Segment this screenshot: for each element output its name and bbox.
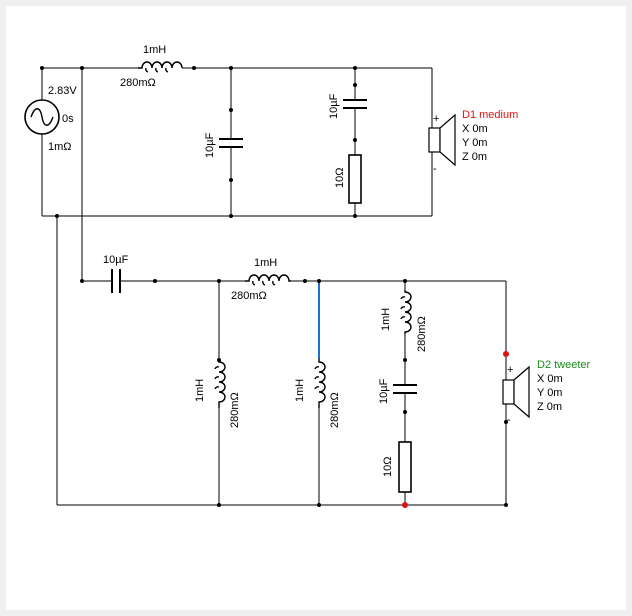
bottom-zobel-resistor[interactable] — [398, 441, 412, 493]
shunt-inductor-2-value: 1mH — [294, 379, 306, 402]
probe-marker-bottom[interactable] — [402, 502, 408, 508]
bottom-zobel-inductor[interactable] — [400, 290, 412, 334]
probe-marker-top[interactable] — [503, 351, 509, 357]
speaker-d1-plus: + — [433, 113, 439, 125]
bottom-nodes — [80, 279, 508, 507]
zobel-inductor-resistance: 280mΩ — [416, 316, 428, 352]
source-delay-label: 0s — [62, 113, 74, 125]
top-zobel-resistor-value: 10Ω — [334, 168, 346, 188]
speaker-d1[interactable] — [428, 113, 456, 167]
speaker-d2-name: D2 tweeter — [537, 359, 591, 371]
schematic-canvas[interactable]: 2.83V 0s 1mΩ 1mH 280mΩ 10µF 10µF — [6, 6, 626, 610]
bottom-series-capacitor[interactable] — [111, 269, 121, 293]
top-zobel-resistor[interactable] — [348, 154, 362, 204]
top-shunt-capacitor-value: 10µF — [204, 132, 216, 158]
circuit-diagram: 2.83V 0s 1mΩ 1mH 280mΩ 10µF 10µF — [24, 44, 591, 508]
voltage-source[interactable] — [24, 99, 60, 135]
speaker-d2-x: X 0m — [537, 373, 563, 385]
bottom-series-inductor-value: 1mH — [254, 257, 277, 269]
speaker-d1-minus: - — [433, 163, 437, 175]
speaker-d2-plus: + — [507, 364, 513, 376]
speaker-d1-y: Y 0m — [462, 137, 487, 149]
speaker-d2-z: Z 0m — [537, 401, 562, 413]
bottom-series-inductor[interactable] — [245, 274, 291, 286]
top-shunt-capacitor[interactable] — [219, 138, 243, 148]
bottom-zobel-capacitor-value: 10µF — [378, 378, 390, 404]
bottom-zobel-resistor-value: 10Ω — [382, 457, 394, 477]
top-inductor-resistance: 280mΩ — [120, 77, 156, 89]
bottom-series-inductor-resistance: 280mΩ — [231, 290, 267, 302]
top-series-inductor[interactable] — [138, 61, 183, 73]
bottom-zobel-capacitor[interactable] — [393, 384, 417, 394]
speaker-d2-minus: - — [507, 414, 511, 426]
bottom-series-capacitor-value: 10µF — [103, 254, 129, 266]
speaker-d1-z: Z 0m — [462, 151, 487, 163]
speaker-d1-x: X 0m — [462, 123, 488, 135]
zobel-inductor-value: 1mH — [380, 308, 392, 331]
top-zobel-capacitor[interactable] — [343, 99, 367, 109]
source-voltage-label: 2.83V — [48, 85, 77, 97]
bottom-shunt-inductor-2[interactable] — [314, 358, 326, 408]
speaker-d2-y: Y 0m — [537, 387, 562, 399]
top-nodes — [40, 66, 357, 218]
bottom-wires — [56, 68, 507, 506]
speaker-d2[interactable] — [502, 365, 530, 419]
top-zobel-capacitor-value: 10µF — [328, 93, 340, 119]
top-wires — [41, 67, 433, 217]
top-inductor-value: 1mH — [143, 44, 166, 56]
shunt-inductor-1-resistance: 280mΩ — [229, 392, 241, 428]
bottom-shunt-inductor-1[interactable] — [214, 360, 226, 408]
source-resistance-label: 1mΩ — [48, 141, 72, 153]
shunt-inductor-2-resistance: 280mΩ — [329, 392, 341, 428]
speaker-d1-name: D1 medium — [462, 109, 518, 121]
shunt-inductor-1-value: 1mH — [194, 379, 206, 402]
